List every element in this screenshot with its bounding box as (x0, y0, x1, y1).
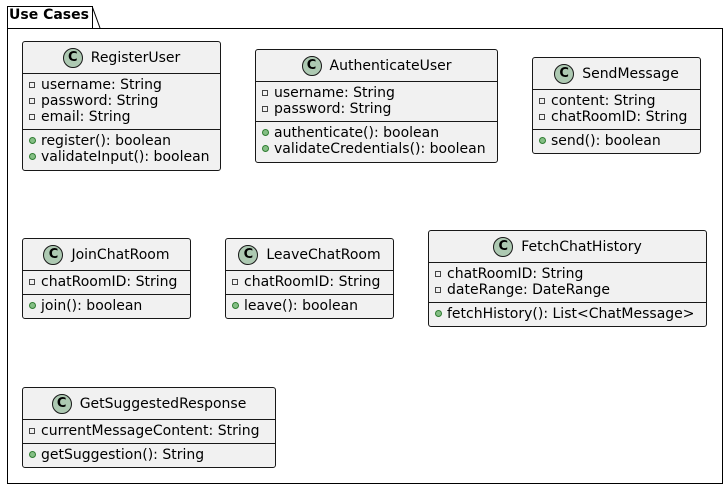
attribute-row: username: String (262, 85, 491, 101)
operation-row: validateCredentials(): boolean (262, 141, 491, 157)
class-header: C FetchChatHistory (429, 231, 706, 263)
attributes-section: currentMessageContent: String (23, 420, 275, 444)
operation-row: validateInput(): boolean (29, 149, 214, 165)
class-header: C SendMessage (533, 58, 700, 90)
attribute-row: username: String (29, 77, 214, 93)
class-fetchchathistory[interactable]: C FetchChatHistory chatRoomID: String da… (428, 230, 707, 327)
attributes-section: chatRoomID: String dateRange: DateRange (429, 263, 706, 303)
class-joinchatroom[interactable]: C JoinChatRoom chatRoomID: String join()… (22, 238, 191, 319)
attribute-row: chatRoomID: String (29, 274, 184, 290)
operation-row: fetchHistory(): List<ChatMessage> (435, 306, 700, 322)
package-tab (7, 6, 93, 28)
attributes-section: chatRoomID: String (226, 271, 393, 295)
operation-text: getSuggestion(): String (41, 447, 205, 463)
attribute-row: chatRoomID: String (539, 109, 694, 125)
attribute-text: username: String (41, 77, 162, 93)
class-header: C RegisterUser (23, 42, 220, 74)
operations-section: send(): boolean (533, 130, 700, 152)
operation-row: join(): boolean (29, 298, 184, 314)
class-name: RegisterUser (90, 49, 181, 66)
class-name: SendMessage (582, 65, 679, 82)
operations-section: register(): boolean validateInput(): boo… (23, 130, 220, 168)
class-icon: C (62, 47, 83, 68)
attribute-row: dateRange: DateRange (435, 282, 700, 298)
class-icon: C (238, 244, 259, 265)
class-authenticateuser[interactable]: C AuthenticateUser username: String pass… (255, 49, 498, 163)
class-header: C AuthenticateUser (256, 50, 497, 82)
class-name: AuthenticateUser (329, 57, 452, 74)
attributes-section: username: String password: String (256, 82, 497, 122)
attributes-section: content: String chatRoomID: String (533, 90, 700, 130)
class-header: C GetSuggestedResponse (23, 388, 275, 420)
operations-section: getSuggestion(): String (23, 444, 275, 466)
class-name: JoinChatRoom (71, 246, 170, 263)
operation-text: authenticate(): boolean (274, 125, 440, 141)
attribute-row: email: String (29, 109, 214, 125)
operation-text: leave(): boolean (244, 298, 359, 314)
operation-row: authenticate(): boolean (262, 125, 491, 141)
attribute-text: chatRoomID: String (41, 274, 178, 290)
class-name: FetchChatHistory (521, 238, 642, 255)
attribute-text: currentMessageContent: String (41, 423, 260, 439)
operation-row: getSuggestion(): String (29, 447, 269, 463)
operations-section: fetchHistory(): List<ChatMessage> (429, 303, 706, 325)
class-registeruser[interactable]: C RegisterUser username: String password… (22, 41, 221, 171)
package-tab-corner (92, 6, 101, 29)
operation-row: send(): boolean (539, 133, 694, 149)
class-name: GetSuggestedResponse (79, 395, 247, 412)
attributes-section: chatRoomID: String (23, 271, 190, 295)
class-icon: C (493, 236, 514, 257)
class-getsuggestedresponse[interactable]: C GetSuggestedResponse currentMessageCon… (22, 387, 276, 468)
attribute-row: password: String (262, 101, 491, 117)
operation-row: register(): boolean (29, 133, 214, 149)
operation-text: validateInput(): boolean (41, 149, 210, 165)
attribute-text: chatRoomID: String (551, 109, 688, 125)
operation-text: send(): boolean (551, 133, 661, 149)
class-icon: C (51, 393, 72, 414)
attribute-text: chatRoomID: String (244, 274, 381, 290)
attribute-row: password: String (29, 93, 214, 109)
class-sendmessage[interactable]: C SendMessage content: String chatRoomID… (532, 57, 701, 154)
package-name: Use Cases (9, 7, 89, 23)
attribute-row: chatRoomID: String (232, 274, 387, 290)
operations-section: leave(): boolean (226, 295, 393, 317)
class-leavechatroom[interactable]: C LeaveChatRoom chatRoomID: String leave… (225, 238, 394, 319)
operation-text: register(): boolean (41, 133, 172, 149)
attribute-text: content: String (551, 93, 656, 109)
attribute-row: content: String (539, 93, 694, 109)
operations-section: join(): boolean (23, 295, 190, 317)
class-icon: C (554, 63, 575, 84)
attribute-text: password: String (274, 101, 392, 117)
attribute-text: dateRange: DateRange (447, 282, 610, 298)
attribute-text: password: String (41, 93, 159, 109)
class-header: C JoinChatRoom (23, 239, 190, 271)
class-header: C LeaveChatRoom (226, 239, 393, 271)
attribute-text: chatRoomID: String (447, 266, 584, 282)
attribute-text: username: String (274, 85, 395, 101)
operations-section: authenticate(): boolean validateCredenti… (256, 122, 497, 160)
operation-text: validateCredentials(): boolean (274, 141, 486, 157)
class-icon: C (43, 244, 64, 265)
class-name: LeaveChatRoom (266, 246, 381, 263)
operation-text: fetchHistory(): List<ChatMessage> (447, 306, 695, 322)
operation-text: join(): boolean (41, 298, 143, 314)
attribute-row: chatRoomID: String (435, 266, 700, 282)
attribute-text: email: String (41, 109, 131, 125)
operation-row: leave(): boolean (232, 298, 387, 314)
attributes-section: username: String password: String email:… (23, 74, 220, 130)
attribute-row: currentMessageContent: String (29, 423, 269, 439)
class-icon: C (301, 55, 322, 76)
